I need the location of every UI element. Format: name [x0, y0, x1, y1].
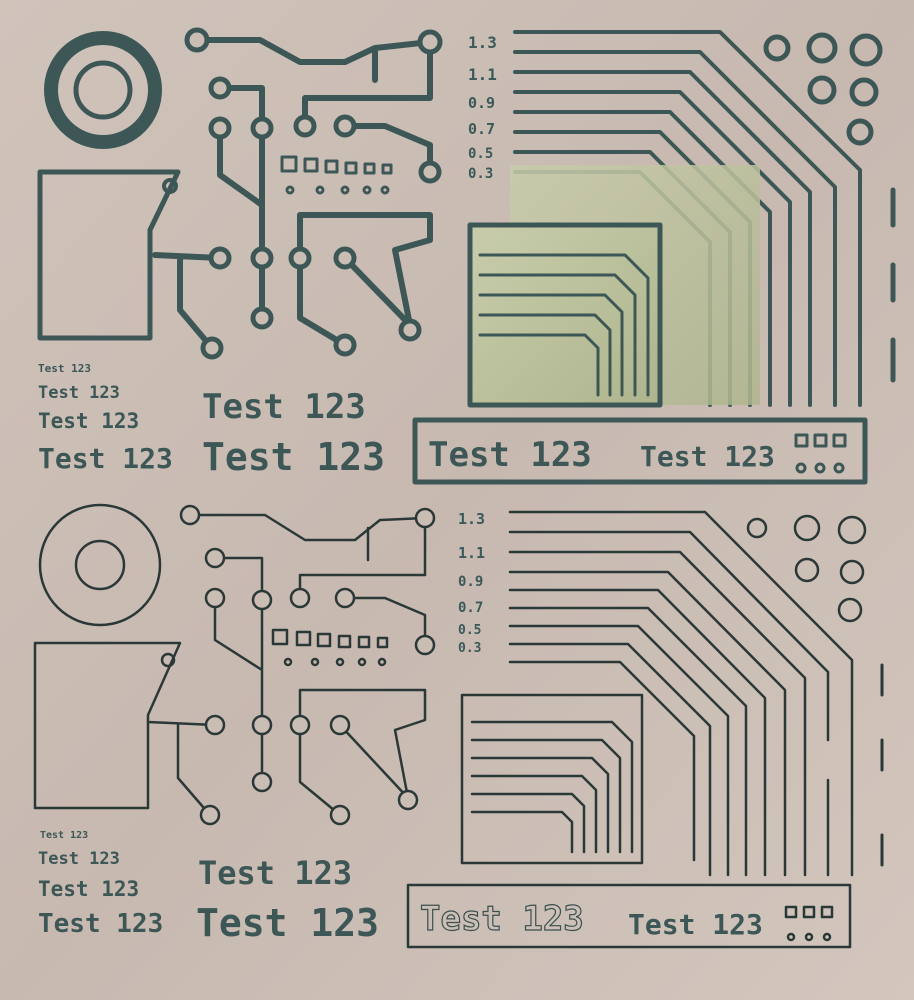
right-pad-array — [763, 32, 896, 383]
top-clearance-label-4: 0.7 — [468, 120, 495, 138]
top-text-sample-3: Test 123 — [38, 409, 139, 433]
top-box-text-2: Test 123 — [640, 440, 775, 473]
large-ring-pad — [44, 31, 162, 149]
bottom-clearance-label-3: 0.9 — [458, 574, 483, 590]
bottom-clearance-label-2: 1.1 — [458, 544, 485, 562]
bottom-clearance-label-1: 1.3 — [458, 510, 485, 528]
bottom-text-sample-1: Test 123 — [40, 830, 88, 841]
bottom-trace-group — [146, 513, 427, 817]
bottom-box-text-1: Test 123 — [420, 899, 584, 939]
top-text-sample-5: Test 123 — [202, 387, 366, 427]
top-box-text-1: Test 123 — [428, 435, 592, 475]
bottom-clearance-label-6: 0.3 — [458, 641, 481, 656]
bottom-text-box — [406, 883, 852, 949]
bottom-right-pad-array — [746, 514, 884, 867]
bottom-clearance-label-5: 0.5 — [458, 623, 481, 638]
top-text-sample-6: Test 123 — [202, 435, 385, 479]
bottom-text-sample-3: Test 123 — [38, 877, 139, 901]
top-clearance-label-1: 1.3 — [468, 33, 497, 52]
bottom-large-ring-pad — [38, 503, 162, 627]
bottom-clearance-labels: 1.3 1.1 0.9 0.7 0.5 0.3 — [458, 510, 485, 656]
bottom-panel — [33, 503, 884, 949]
top-text-sample-4: Test 123 — [38, 442, 173, 475]
trace-group — [152, 37, 433, 351]
bottom-box-pads — [784, 905, 834, 942]
bottom-text-sample-4: Test 123 — [38, 909, 163, 939]
bottom-text-sample-5: Test 123 — [198, 854, 352, 892]
smd-pads — [280, 155, 393, 195]
top-clearance-label-5: 0.5 — [468, 146, 493, 162]
top-clearance-labels: 1.3 1.1 0.9 0.7 0.5 0.3 — [468, 33, 497, 182]
top-clearance-label-6: 0.3 — [468, 166, 493, 182]
top-panel — [37, 27, 896, 485]
top-text-sample-2: Test 123 — [38, 383, 120, 403]
top-text-samples: Test 123 Test 123 Test 123 Test 123 Test… — [38, 362, 775, 479]
bottom-via-pads — [179, 504, 436, 826]
top-text-box — [412, 417, 868, 485]
top-clearance-label-2: 1.1 — [468, 65, 497, 84]
bottom-clearance-label-4: 0.7 — [458, 600, 483, 616]
top-clearance-label-3: 0.9 — [468, 94, 495, 112]
bottom-text-sample-2: Test 123 — [38, 849, 120, 869]
bottom-large-copper-pad — [33, 641, 182, 810]
bottom-smd-pads — [271, 628, 389, 667]
top-box-pads — [794, 433, 847, 474]
large-copper-pad — [37, 169, 181, 341]
bottom-text-samples: Test 123 Test 123 Test 123 Test 123 Test… — [38, 830, 763, 945]
bottom-clearance-trace-fan — [508, 510, 854, 877]
via-pads — [184, 27, 443, 360]
top-text-sample-1: Test 123 — [38, 362, 91, 375]
bottom-box-text-2: Test 123 — [628, 908, 763, 941]
bottom-text-sample-6: Test 123 — [196, 901, 379, 945]
bottom-trace-box — [460, 693, 644, 865]
